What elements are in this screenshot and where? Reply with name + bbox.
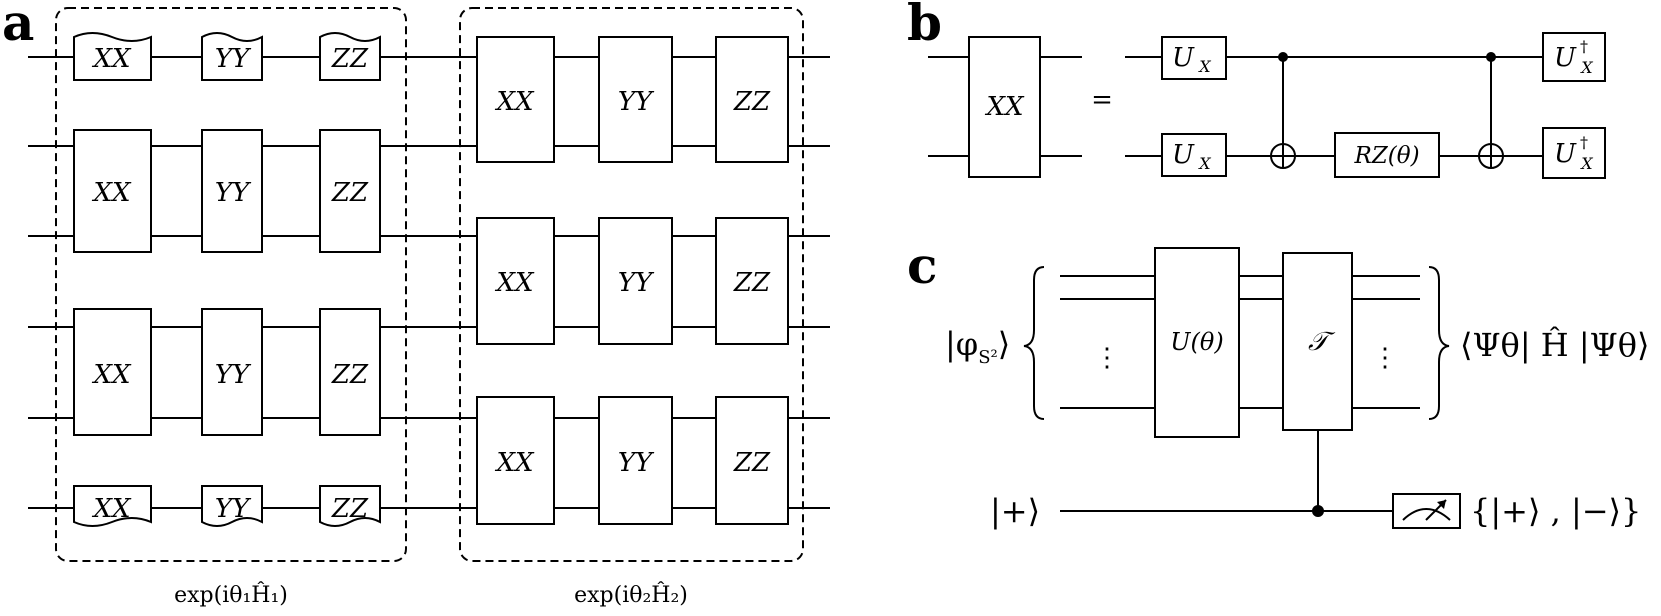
ux-dagger-label: U xyxy=(1554,139,1577,169)
gate-zz-label: ZZ xyxy=(733,87,771,117)
dagger-sup: † xyxy=(1580,37,1588,56)
gate-xx-label: XX xyxy=(91,178,132,208)
gate-xx-label: XX xyxy=(91,360,132,390)
layer-1-dashed-box xyxy=(55,7,407,562)
measurement-meter-icon xyxy=(1392,493,1461,529)
ux-label: U xyxy=(1172,140,1195,170)
ux-sub: X xyxy=(1197,57,1211,76)
ux-gate-bottom xyxy=(1161,133,1227,177)
ux-dagger-label: U xyxy=(1554,43,1577,73)
layer-2-caption: exp(iθ₂Ĥ₂) xyxy=(574,581,688,608)
gate-xx-label: XX xyxy=(494,448,535,478)
rz-gate xyxy=(1334,132,1440,178)
ux-dagger-sub: X xyxy=(1579,154,1593,173)
gate-zz-label: ZZ xyxy=(331,178,369,208)
layer-1-boundary-gates-top xyxy=(73,32,381,81)
gate-yy-label: YY xyxy=(618,268,655,298)
layer-2-dashed-box xyxy=(459,7,804,562)
measurement-outcomes: {|+⟩ , |−⟩} xyxy=(1470,492,1641,530)
gate-zz-label: ZZ xyxy=(733,268,771,298)
right-brace xyxy=(1428,266,1450,420)
gate-yy-label: YY xyxy=(618,87,655,117)
gate-zz-label: ZZ xyxy=(331,44,369,74)
gate-zz-label: ZZ xyxy=(733,448,771,478)
layer-1-boundary-gates-bottom xyxy=(73,485,381,527)
unitary-gate xyxy=(1154,247,1240,438)
input-state: |φS²⟩ xyxy=(945,325,1010,368)
ux-dagger-gate-bottom xyxy=(1542,127,1606,179)
layer-2-gates xyxy=(476,36,789,525)
left-brace xyxy=(1023,266,1045,420)
gate-yy-label: YY xyxy=(215,360,252,390)
ux-gate-top xyxy=(1161,36,1227,80)
dots-right: ⋮ xyxy=(1372,343,1398,373)
ux-label: U xyxy=(1172,43,1195,73)
panel-a-wires xyxy=(28,56,830,509)
panel-b-label: b xyxy=(907,0,942,52)
dagger-sup: † xyxy=(1580,133,1588,152)
gate-zz-label: ZZ xyxy=(331,494,369,524)
ux-dagger-sub: X xyxy=(1579,58,1593,77)
equals-sign: = xyxy=(1091,85,1113,115)
panel-b-lhs-wires xyxy=(928,36,1082,178)
gate-xx-label: XX xyxy=(91,494,132,524)
panel-a-label: a xyxy=(2,0,34,52)
gate-xx-label: XX xyxy=(494,268,535,298)
unitary-label: U(θ) xyxy=(1170,328,1223,356)
ancilla-state: |+⟩ xyxy=(990,492,1040,530)
panel-c-label: c xyxy=(907,236,937,295)
rz-label: RZ(θ) xyxy=(1353,143,1419,169)
gate-zz-label: ZZ xyxy=(331,360,369,390)
tau-gate xyxy=(1282,252,1353,431)
ux-dagger-gate-top xyxy=(1542,32,1606,82)
gate-xx-label: XX xyxy=(91,44,132,74)
cnot-1 xyxy=(1270,52,1296,169)
gate-xx-label: XX xyxy=(494,87,535,117)
gate-yy-label: YY xyxy=(215,494,252,524)
ux-sub: X xyxy=(1197,154,1211,173)
gate-yy-label: YY xyxy=(215,44,252,74)
control-dot xyxy=(1312,505,1324,517)
cnot-2 xyxy=(1478,52,1504,169)
layer-1-gates xyxy=(73,129,381,436)
expectation-value: ⟨Ψθ| Ĥ |Ψθ⟩ xyxy=(1460,326,1649,364)
lhs-xx-gate-label: XX xyxy=(984,92,1025,122)
gate-yy-label: YY xyxy=(215,178,252,208)
gate-yy-label: YY xyxy=(618,448,655,478)
layer-1-caption: exp(iθ₁Ĥ₁) xyxy=(174,581,288,608)
dots-left: ⋮ xyxy=(1094,343,1120,373)
